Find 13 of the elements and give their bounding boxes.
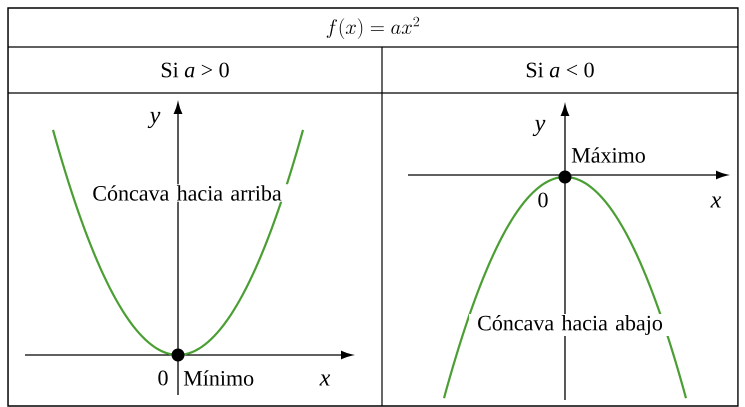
axis-label: y (532, 120, 546, 136)
origin-label: 0 (158, 370, 168, 386)
axis-label: y (148, 112, 160, 128)
column-header: Si a > 0 (162, 62, 229, 78)
origin-label: 0 (538, 192, 548, 208)
axis-label: x (710, 196, 722, 208)
axis-label: x (319, 374, 330, 386)
title-cell: $f(x) = ax^2$ (326, 16, 420, 39)
extremum-label: Máximo (572, 147, 645, 163)
column-header: Si a < 0 (526, 62, 594, 78)
extremum-label: Mínimo (184, 370, 254, 386)
curve-label: Cóncava hacia arriba (86, 184, 288, 202)
curve-label: Cóncava hacia abajo (469, 314, 671, 336)
